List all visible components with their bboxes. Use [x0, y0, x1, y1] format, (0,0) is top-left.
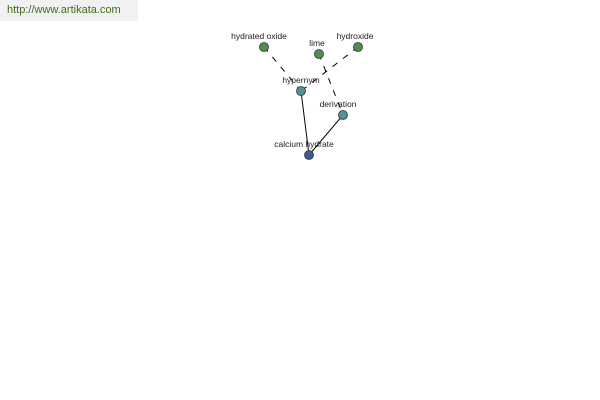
node-lime[interactable]: [314, 49, 324, 59]
node-hydroxide[interactable]: [353, 42, 363, 52]
node-derivation[interactable]: [338, 110, 348, 120]
label-calcium-hydrate: calcium hydrate: [274, 139, 334, 149]
site-url-link[interactable]: http://www.artikata.com: [7, 4, 121, 16]
url-bar: http://www.artikata.com: [0, 0, 138, 21]
node-hypernym[interactable]: [296, 86, 306, 96]
edge-hypernym-calcium-hydrate: [300, 90, 310, 156]
graph-nodes: [259, 42, 363, 160]
node-calcium-hydrate[interactable]: [304, 150, 314, 160]
graph-labels: hydrated oxide lime hydroxide hypernym d…: [231, 31, 374, 149]
label-hydroxide: hydroxide: [337, 31, 374, 41]
label-derivation: derivation: [320, 99, 357, 109]
node-hydrated-oxide[interactable]: [259, 42, 269, 52]
graph-edges: [263, 46, 359, 156]
edge-lime-derivation: [318, 53, 344, 116]
edge-derivation-calcium-hydrate: [308, 114, 344, 156]
label-hypernym: hypernym: [282, 75, 319, 85]
label-hydrated-oxide: hydrated oxide: [231, 31, 287, 41]
label-lime: lime: [309, 38, 325, 48]
edge-hydrated-oxide-hypernym: [263, 46, 302, 92]
